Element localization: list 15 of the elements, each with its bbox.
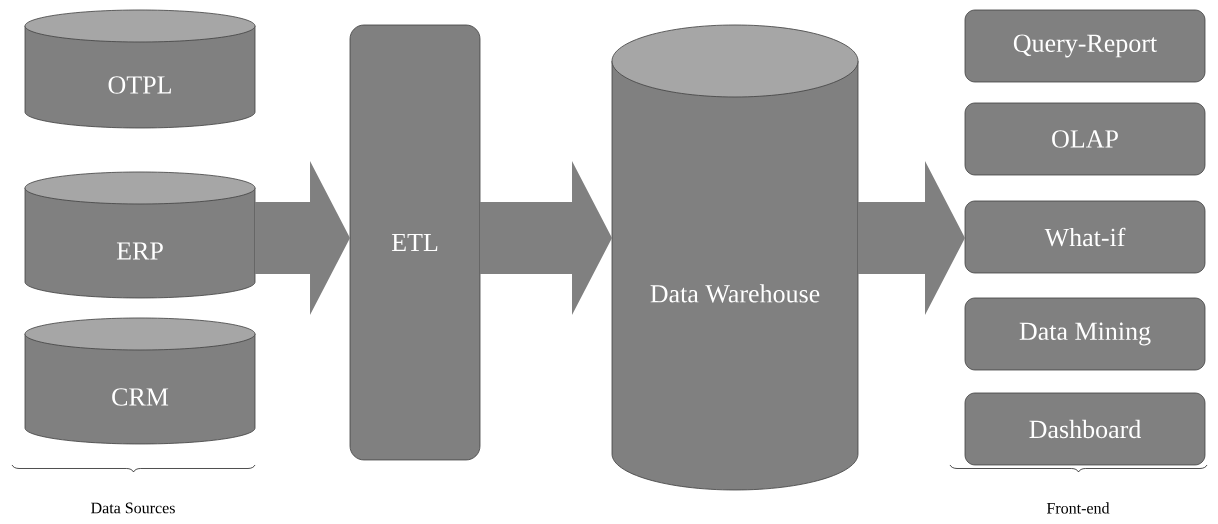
process-box: What-if: [964, 200, 1206, 274]
database-cylinder: ERP: [24, 171, 256, 299]
block-arrow: [858, 161, 965, 315]
group-label: Data Sources: [91, 502, 175, 514]
process-box: Query-Report: [964, 9, 1206, 83]
process-box: Dashboard: [964, 392, 1206, 466]
block-arrow: [255, 161, 350, 315]
process-box: OLAP: [964, 102, 1206, 176]
database-cylinder: CRM: [24, 317, 256, 445]
process-box: ETL: [349, 24, 481, 461]
block-arrow: [480, 161, 612, 315]
group-label: Front-end: [1046, 502, 1110, 514]
process-box: Data Mining: [964, 297, 1206, 371]
database-cylinder: Data Warehouse: [611, 24, 859, 491]
database-cylinder: OTPL: [24, 9, 256, 129]
